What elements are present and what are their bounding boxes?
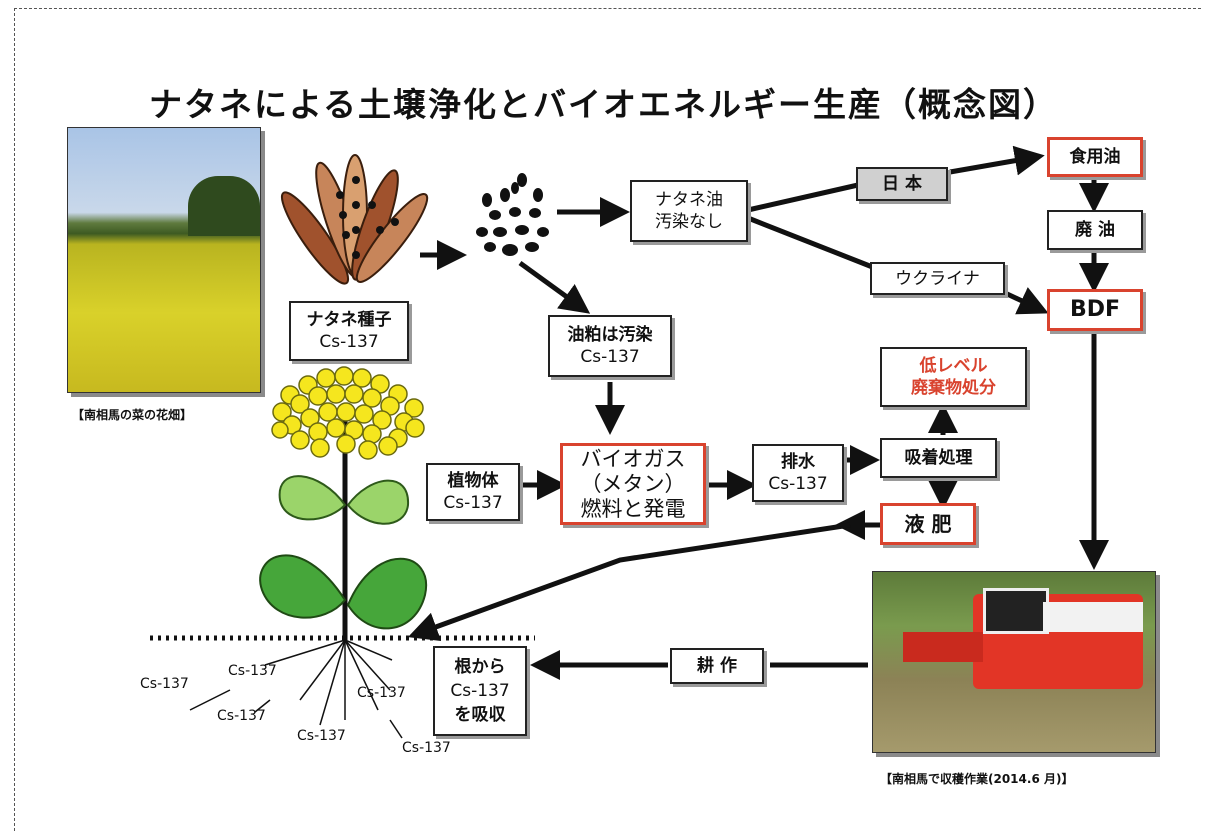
oil-box-title: ナタネ油: [655, 190, 723, 210]
seed-box-cs: Cs-137: [319, 332, 379, 352]
oil-cake-title: 油粕は汚染: [567, 325, 653, 345]
root-uptake-line3: を吸収: [454, 705, 506, 725]
oil-box: ナタネ油 汚染なし: [630, 180, 748, 242]
soil-cs-label: Cs-137: [228, 663, 277, 679]
seed-box-title: ナタネ種子: [306, 310, 392, 330]
harvester-top: [1043, 602, 1143, 632]
soil-cs-label: Cs-137: [402, 740, 451, 756]
soil-cs-label: Cs-137: [217, 708, 266, 724]
root-uptake-cs: Cs-137: [450, 681, 510, 701]
seed-box: ナタネ種子 Cs-137: [289, 301, 409, 361]
biogas-methane: （メタン）: [580, 471, 686, 496]
edible-oil-box: 食用油: [1047, 137, 1143, 177]
ukraine-label: ウクライナ: [895, 268, 980, 289]
plant-box: 植物体 Cs-137: [426, 463, 520, 521]
drain-cs: Cs-137: [768, 474, 828, 494]
low-level-disposal: 廃棄物処分: [911, 378, 996, 398]
rapeseed-field-photo: [67, 127, 261, 393]
adsorption-box: 吸着処理: [880, 438, 997, 478]
biogas-box: バイオガス （メタン） 燃料と発電: [560, 443, 706, 525]
plant-box-cs: Cs-137: [443, 493, 503, 513]
japan-box: 日 本: [856, 167, 948, 201]
right-photo-caption: 【南相馬で収穫作業(2014.6 月)】: [880, 772, 1074, 786]
liquid-fertilizer-box: 液 肥: [880, 503, 976, 545]
oil-cake-cs: Cs-137: [580, 347, 640, 367]
soil-cs-label: Cs-137: [357, 685, 406, 701]
biogas-fuel-power: 燃料と発電: [580, 496, 686, 521]
bdf-box: BDF: [1047, 289, 1143, 331]
drain-box: 排水 Cs-137: [752, 444, 844, 502]
oil-box-status: 汚染なし: [655, 212, 723, 232]
drain-title: 排水: [781, 452, 815, 472]
waste-oil-box: 廃 油: [1047, 210, 1143, 250]
harvester-cab: [983, 588, 1049, 634]
soil-cs-label: Cs-137: [140, 676, 189, 692]
ukraine-box: ウクライナ: [870, 262, 1005, 295]
low-level-title: 低レベル: [919, 356, 988, 376]
seeds-cluster-icon: [476, 173, 549, 256]
biogas-title: バイオガス: [580, 446, 686, 471]
seed-pods-icon: [280, 154, 429, 285]
dashed-frame: [14, 8, 1201, 831]
root-uptake-box: 根から Cs-137 を吸収: [433, 646, 527, 736]
harvester-header: [903, 632, 983, 662]
page-title: ナタネによる土壌浄化とバイオエネルギー生産（概念図）: [148, 85, 1058, 124]
tree-line: [188, 176, 260, 236]
left-photo-caption: 【南相馬の菜の花畑】: [72, 408, 193, 422]
soil-cs-label: Cs-137: [297, 728, 346, 744]
low-level-waste-box: 低レベル 廃棄物処分: [880, 347, 1027, 407]
tillage-box: 耕 作: [670, 648, 764, 684]
oil-cake-box: 油粕は汚染 Cs-137: [548, 315, 672, 377]
roots-icon: [189, 639, 403, 739]
harvester-photo: [872, 571, 1156, 753]
rapeseed-plant-icon: [259, 366, 428, 640]
root-uptake-line1: 根から: [454, 657, 506, 677]
plant-box-title: 植物体: [447, 471, 499, 491]
